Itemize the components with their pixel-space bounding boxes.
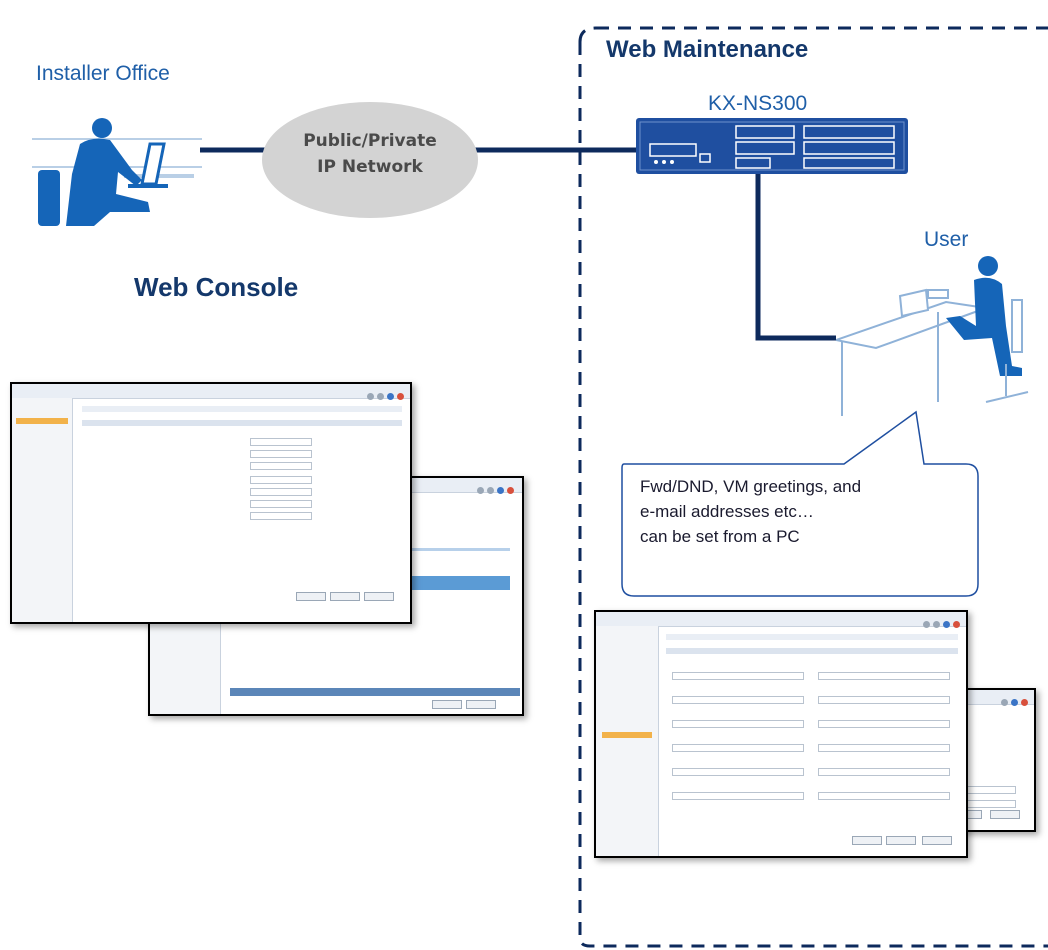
web-maintenance-boundary — [578, 26, 1048, 948]
person-at-desk-icon — [836, 256, 1029, 416]
web-maintenance-title: Web Maintenance — [606, 36, 809, 63]
web-console-screenshot-front — [10, 382, 412, 624]
callout-text: Fwd/DND, VM greetings, and e-mail addres… — [640, 474, 861, 549]
person-at-laptop-icon — [32, 118, 202, 226]
callout-line1: Fwd/DND, VM greetings, and — [640, 477, 862, 496]
callout-line3: can be set from a PC — [640, 527, 800, 546]
callout-bubble — [621, 410, 979, 597]
connector-device-user — [755, 172, 836, 341]
network-label-line1: Public/Private — [303, 131, 437, 151]
callout-line2: e-mail addresses etc… — [640, 502, 814, 521]
device-model-label: KX-NS300 — [708, 92, 808, 115]
network-label-line2: IP Network — [317, 157, 423, 177]
user-label: User — [924, 228, 969, 251]
installer-office-label: Installer Office — [36, 62, 170, 85]
network-cloud-label: Public/Private IP Network — [272, 128, 468, 180]
web-maintenance-screenshot-front — [594, 610, 968, 858]
pbx-unit-icon — [636, 118, 908, 174]
network-cloud — [262, 102, 478, 218]
web-console-title: Web Console — [134, 272, 299, 302]
